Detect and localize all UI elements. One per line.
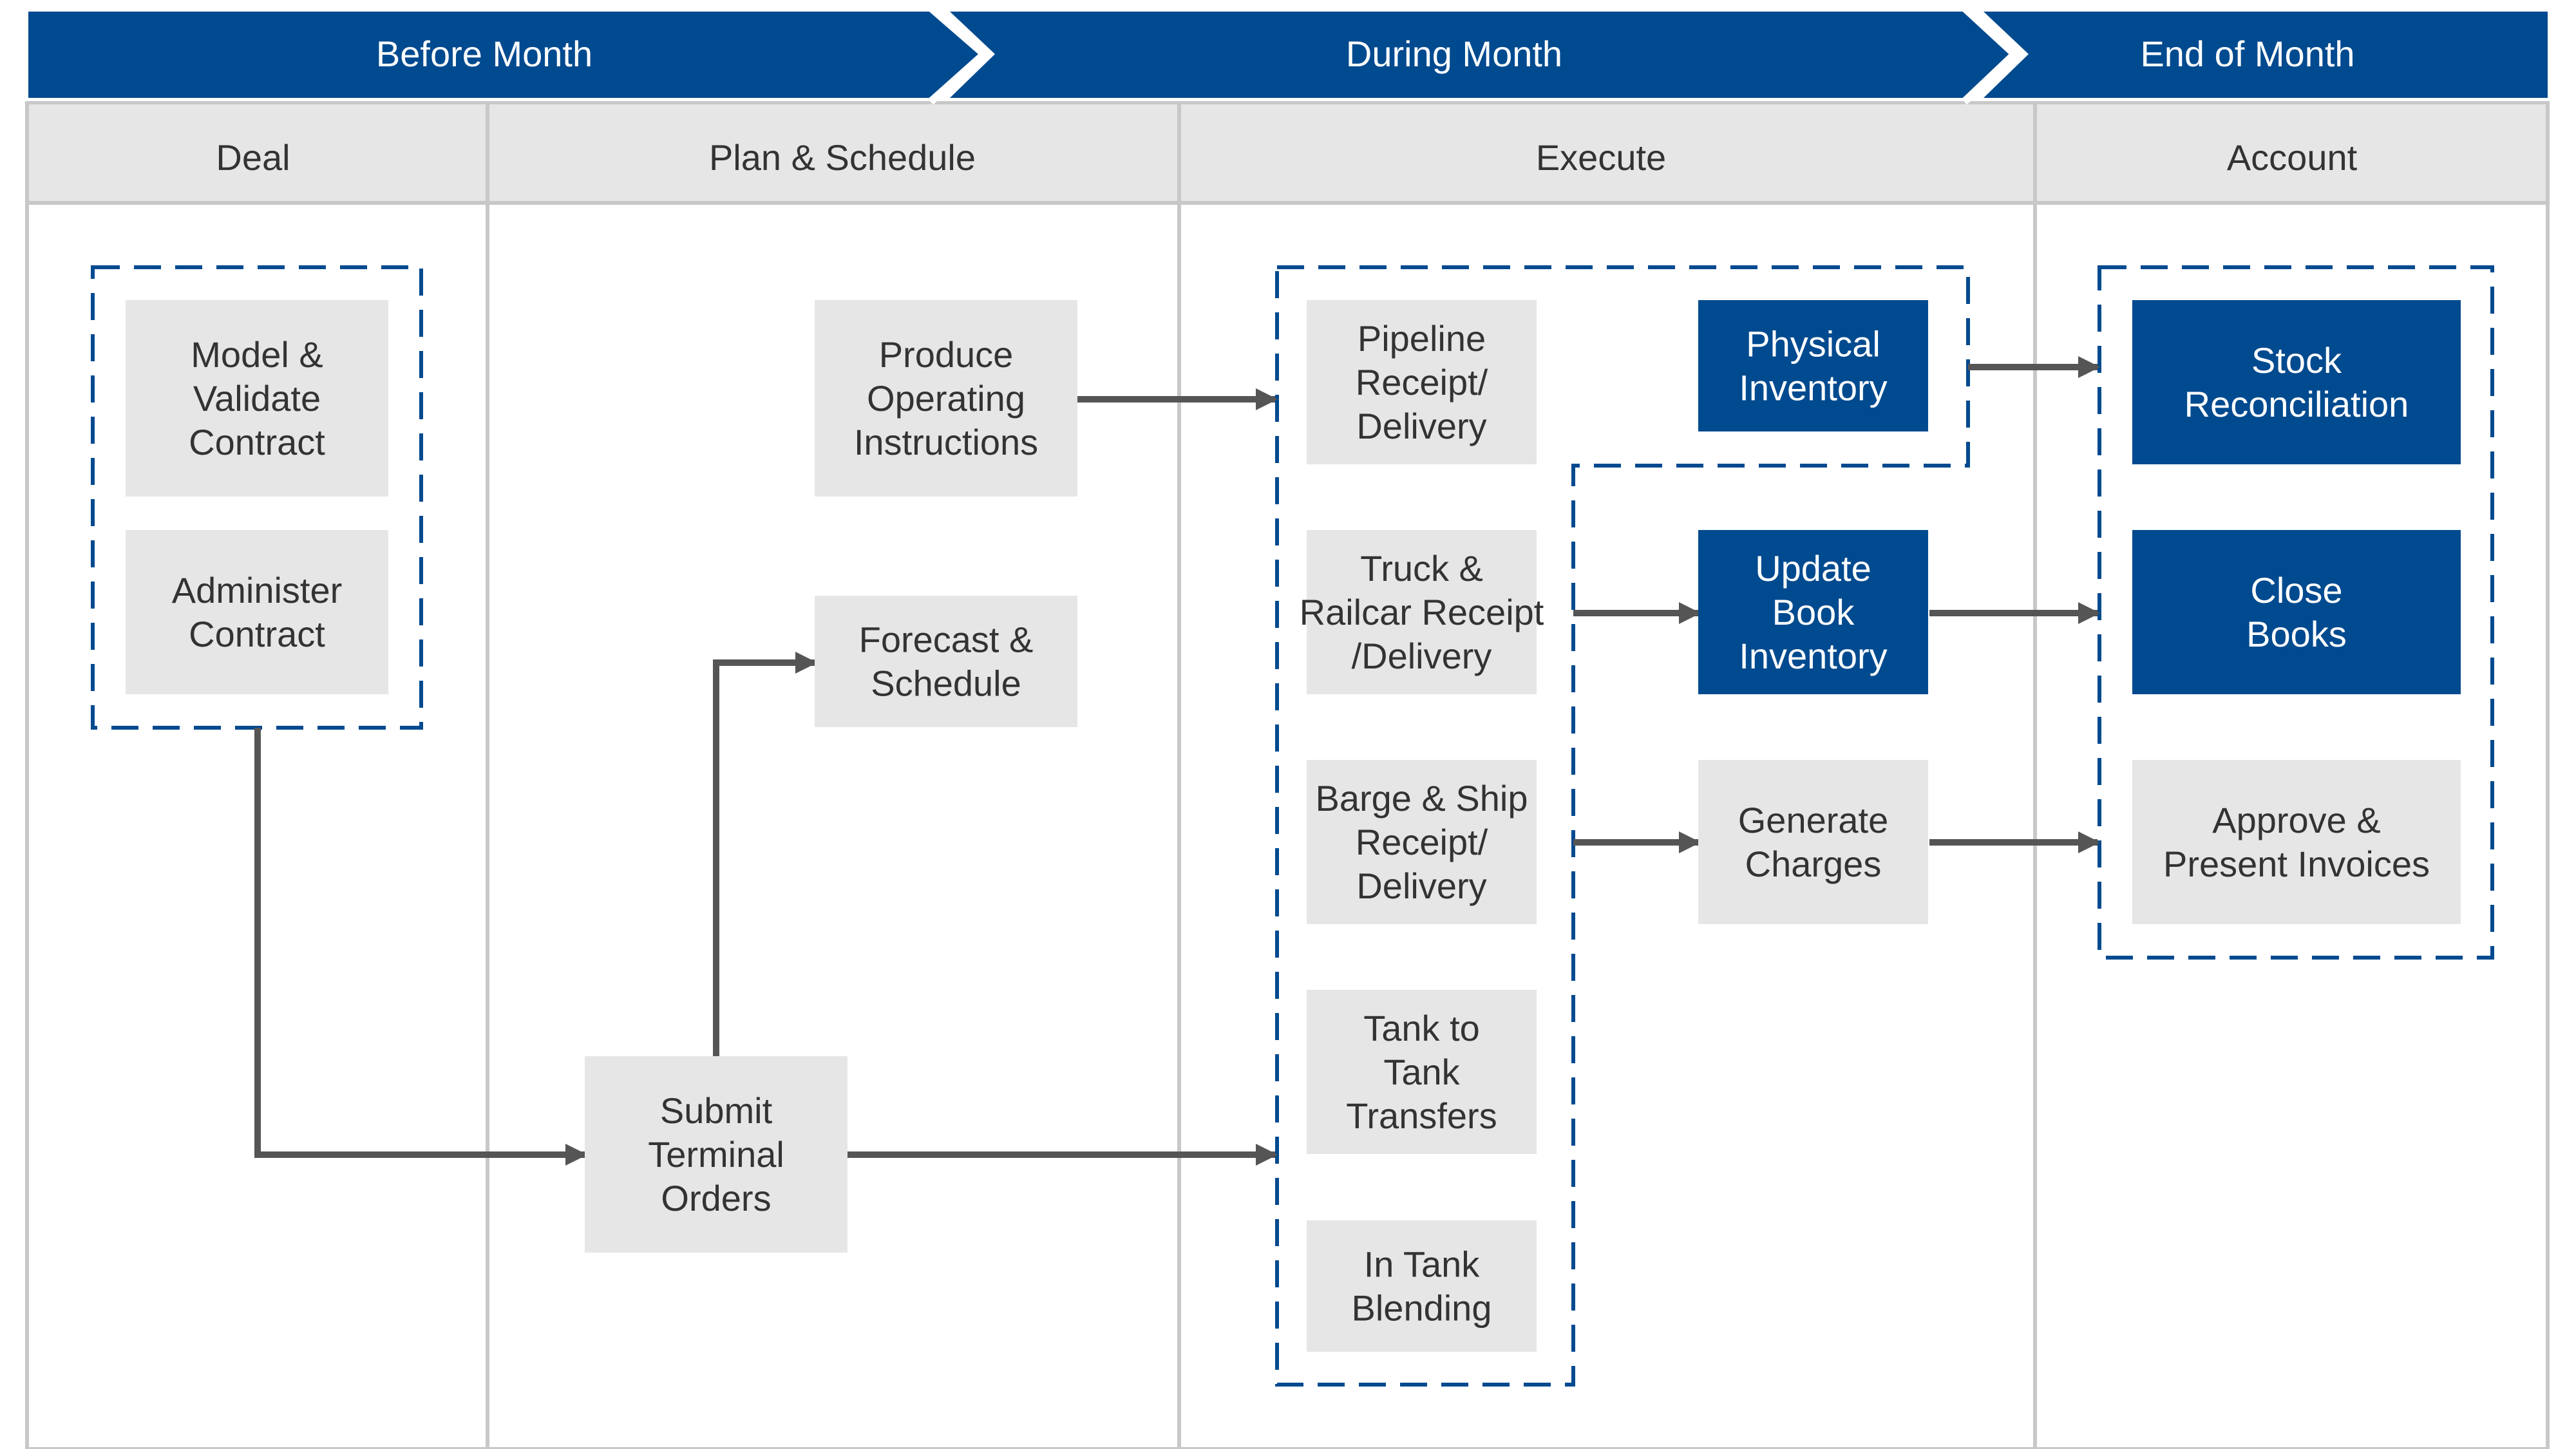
lane-label-account: Account xyxy=(2227,137,2358,178)
connectors xyxy=(254,356,2100,1166)
phase-before-month xyxy=(28,12,982,98)
lane-label-deal: Deal xyxy=(216,137,290,178)
node-label-line: Model & xyxy=(191,334,323,375)
node-label: Approve &Present Invoices xyxy=(2163,800,2430,884)
node-approve-present-invoices: Approve &Present Invoices xyxy=(2132,760,2461,924)
node-label-line: Submit xyxy=(660,1090,773,1131)
node-label-line: Barge & Ship xyxy=(1316,778,1528,819)
node-label-line: Receipt/ xyxy=(1356,822,1488,862)
node-label-line: Update xyxy=(1755,548,1871,589)
node-label-line: Administer xyxy=(172,570,343,611)
node-label-line: Tank xyxy=(1383,1052,1460,1092)
node-label-line: Forecast & xyxy=(859,620,1034,660)
node-label-line: Delivery xyxy=(1356,866,1486,906)
node-label-line: Railcar Receipt xyxy=(1300,592,1544,632)
lane-header-row xyxy=(29,104,2546,203)
node-label-line: Terminal xyxy=(648,1134,784,1175)
node-label: Forecast &Schedule xyxy=(859,620,1034,704)
node-label-line: In Tank xyxy=(1364,1244,1481,1285)
arrow-submit-to-forecast xyxy=(713,652,817,1056)
phase-banner: Before Month During Month End of Month xyxy=(28,5,2548,105)
arrow-deal-to-submit-orders xyxy=(254,728,587,1166)
phase-separator-chevron xyxy=(928,5,990,105)
node-label-line: /Delivery xyxy=(1352,636,1492,676)
phase-label: End of Month xyxy=(2140,33,2354,74)
node-label-line: Inventory xyxy=(1739,368,1887,408)
node-label-line: Present Invoices xyxy=(2163,844,2430,884)
phase-separator-chevron xyxy=(1961,5,2020,105)
group-execute-operations xyxy=(1275,265,1970,1387)
phase-label: Before Month xyxy=(376,33,592,74)
node-label-line: Orders xyxy=(661,1178,771,1218)
node-label-line: Truck & xyxy=(1360,548,1483,589)
node-label-line: Delivery xyxy=(1356,406,1486,446)
phase-end-of-month xyxy=(1984,12,2548,98)
node-label-line: Books xyxy=(2246,614,2347,654)
node-truck-railcar-receipt-delivery: Truck &Railcar Receipt/Delivery xyxy=(1300,530,1544,694)
node-label-line: Contract xyxy=(189,422,325,462)
node-label-line: Transfers xyxy=(1346,1095,1497,1136)
node-label-line: Reconciliation xyxy=(2184,384,2409,424)
node-label-line: Tank to xyxy=(1363,1008,1480,1048)
node-label-line: Generate xyxy=(1738,800,1889,840)
node-forecast-schedule: Forecast &Schedule xyxy=(815,596,1077,727)
node-label-line: Stock xyxy=(2251,340,2342,381)
node-label-line: Close xyxy=(2250,570,2342,611)
diagram-frame xyxy=(25,101,2550,1449)
node-label-line: Blending xyxy=(1352,1288,1492,1329)
phase-label: During Month xyxy=(1346,33,1562,74)
node-label-line: Operating xyxy=(867,378,1025,419)
lane-label-plan-schedule: Plan & Schedule xyxy=(709,137,976,178)
node-label-line: Pipeline xyxy=(1358,318,1486,359)
node-label-line: Inventory xyxy=(1739,636,1887,676)
node-label-line: Validate xyxy=(193,378,321,419)
node-label-line: Charges xyxy=(1745,844,1882,884)
phase-during-month xyxy=(950,12,2012,98)
node-label-line: Physical xyxy=(1746,324,1880,365)
node-label-line: Approve & xyxy=(2212,800,2381,840)
node-label: Truck &Railcar Receipt/Delivery xyxy=(1300,548,1544,676)
lane-label-execute: Execute xyxy=(1536,137,1666,178)
node-label-line: Contract xyxy=(189,614,325,654)
node-label-line: Schedule xyxy=(871,663,1021,704)
node-label-line: Book xyxy=(1772,592,1855,632)
node-label-line: Receipt/ xyxy=(1356,362,1488,402)
node-label-line: Instructions xyxy=(854,422,1038,462)
node-label-line: Produce xyxy=(879,334,1014,375)
